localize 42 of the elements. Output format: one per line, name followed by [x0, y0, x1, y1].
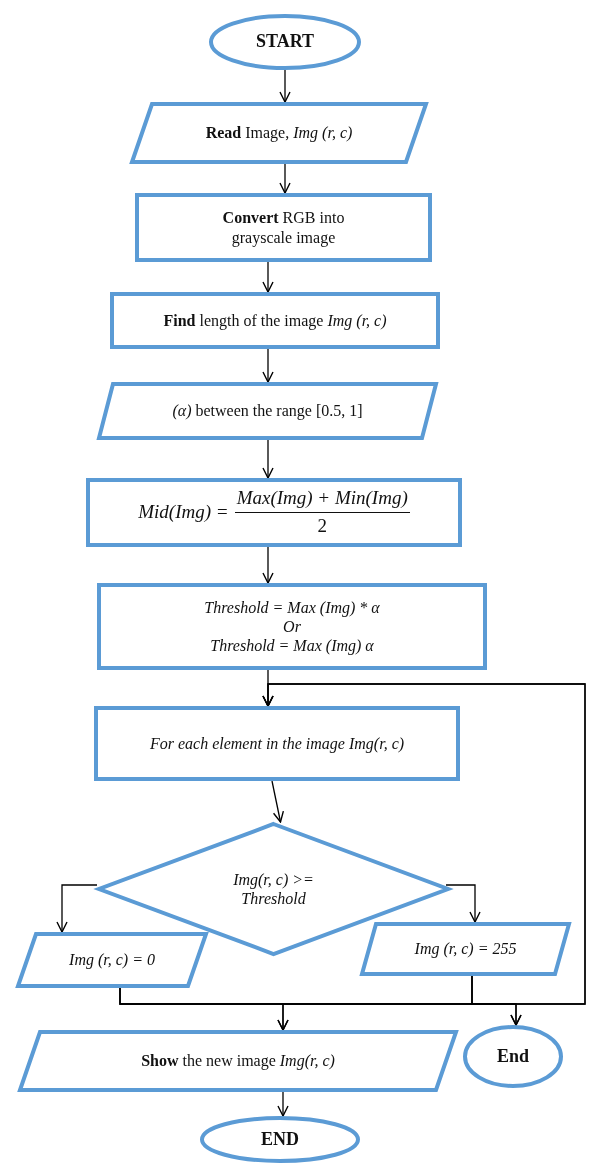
arrow [56, 884, 98, 933]
node-label: Convert RGB into grayscale image [221, 208, 346, 247]
formula-text: Threshold = Max (Img) α [210, 636, 374, 656]
arrow [262, 348, 274, 383]
process-box [135, 193, 432, 262]
node-label: (α) between the range [0.5, 1] [172, 401, 363, 421]
formula-text: Threshold = Max (Img) * α [204, 597, 380, 617]
node-label: End [497, 1045, 529, 1068]
arrow [279, 163, 291, 194]
formula-denominator: 2 [317, 514, 327, 538]
process-box [97, 583, 487, 670]
data-parallelogram [360, 922, 571, 976]
terminal-ellipse [200, 1116, 360, 1163]
node-label: Img (r, c) = 255 [414, 939, 517, 959]
process-box [110, 292, 440, 349]
process-box [94, 706, 460, 781]
node-label: Img (r, c) = 0 [69, 950, 155, 970]
arrow [262, 261, 274, 293]
arrow [271, 780, 285, 823]
data-parallelogram [18, 1030, 458, 1092]
data-parallelogram [16, 932, 208, 988]
terminal-ellipse [463, 1025, 563, 1088]
terminal-ellipse [209, 14, 361, 70]
data-parallelogram [130, 102, 428, 164]
arrow [262, 683, 586, 1005]
arrow [262, 546, 274, 584]
formula-numerator: Max(Img) + Min(Img) [234, 487, 410, 513]
node-label: Img(r, c) >= Threshold [232, 869, 315, 909]
node-label: END [261, 1128, 299, 1151]
formula-text: Mid(Img) = [138, 501, 229, 524]
node-label: Find length of the image Img (r, c) [163, 310, 387, 331]
arrow [277, 1091, 289, 1117]
arrow [262, 439, 274, 479]
formula-text: Or [283, 616, 301, 637]
node-label: START [255, 31, 315, 53]
node-label: Show the new image Img(r, c) [141, 1051, 335, 1071]
arrow [445, 884, 481, 923]
node-label: Read Image, Img (r, c) [205, 123, 353, 143]
node-label: For each element in the image Img(r, c) [149, 733, 405, 754]
data-parallelogram [97, 382, 438, 440]
process-box [86, 478, 462, 547]
arrow [279, 69, 291, 103]
